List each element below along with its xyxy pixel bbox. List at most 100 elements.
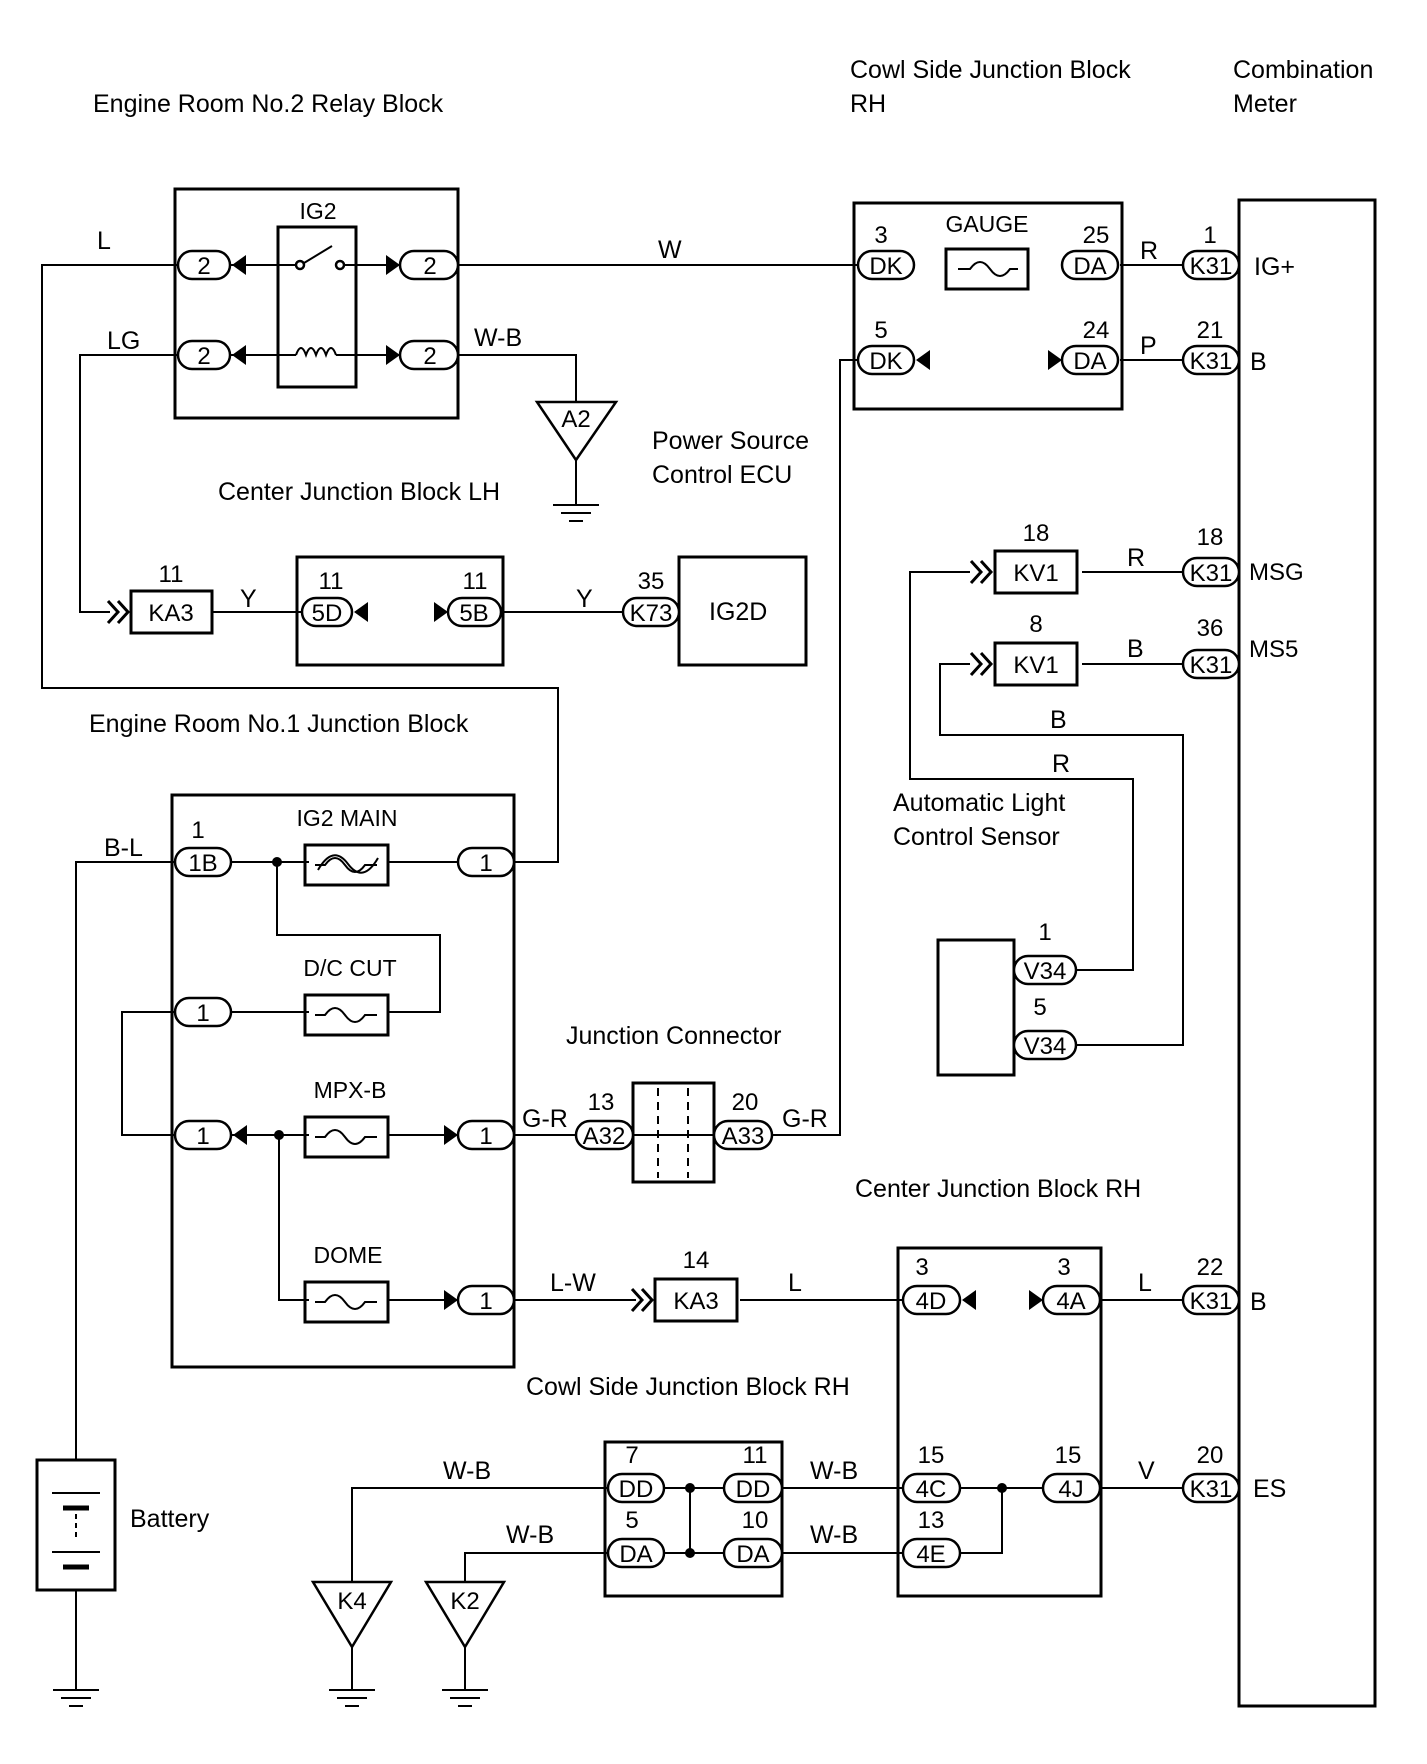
cowl-top-box bbox=[852, 201, 1124, 411]
svg-text:1: 1 bbox=[191, 817, 204, 844]
svg-text:DA: DA bbox=[619, 1541, 652, 1568]
svg-text:DK: DK bbox=[869, 348, 902, 375]
svg-text:4C: 4C bbox=[916, 1476, 947, 1503]
wire-wb-k4: W-B bbox=[443, 1457, 491, 1485]
auto-light-label-1: Automatic Light bbox=[893, 789, 1065, 817]
ka3-left-box bbox=[129, 589, 214, 635]
svg-text:K2: K2 bbox=[450, 1588, 479, 1615]
pin-numbers: 3 25 1 5 24 21 11 11 11 35 18 18 8 36 1 … bbox=[159, 222, 1224, 1534]
ka3-right-box bbox=[653, 1277, 739, 1323]
center-rh-label: Center Junction Block RH bbox=[855, 1175, 1141, 1203]
svg-text:18: 18 bbox=[1023, 520, 1050, 547]
svg-text:15: 15 bbox=[1055, 1442, 1082, 1469]
svg-text:36: 36 bbox=[1197, 615, 1224, 642]
wire-l-meter: L bbox=[1138, 1269, 1152, 1297]
combination-meter-box bbox=[1237, 198, 1377, 1708]
meter-term-ms5: MS5 bbox=[1249, 636, 1298, 663]
fuse-icons bbox=[303, 247, 1030, 1324]
ground-symbols bbox=[53, 400, 619, 1707]
svg-text:DD: DD bbox=[736, 1476, 771, 1503]
svg-text:4E: 4E bbox=[916, 1541, 945, 1568]
svg-text:K31: K31 bbox=[1190, 1288, 1233, 1315]
meter-label-1: Combination bbox=[1233, 56, 1373, 84]
svg-text:2: 2 bbox=[423, 343, 436, 370]
svg-text:K31: K31 bbox=[1190, 348, 1233, 375]
wire-gr-right: G-R bbox=[782, 1105, 828, 1133]
svg-text:25: 25 bbox=[1083, 222, 1110, 249]
svg-text:2: 2 bbox=[197, 343, 210, 370]
svg-text:18: 18 bbox=[1197, 524, 1224, 551]
wire-p: P bbox=[1140, 332, 1157, 360]
svg-text:13: 13 bbox=[918, 1507, 945, 1534]
svg-text:4D: 4D bbox=[916, 1288, 947, 1315]
meter-term-es: ES bbox=[1253, 1475, 1286, 1503]
auto-light-sensor-box bbox=[936, 938, 1016, 1077]
svg-text:K73: K73 bbox=[630, 600, 673, 627]
wire-l: L bbox=[97, 227, 111, 255]
arrowheads bbox=[106, 255, 1062, 1313]
svg-text:15: 15 bbox=[918, 1442, 945, 1469]
kv1-bottom-box bbox=[993, 641, 1079, 687]
svg-text:21: 21 bbox=[1197, 317, 1224, 344]
connector-codes: 2 2 2 2 DK DA DK DA K31 K31 A2 KA3 5D 5B… bbox=[148, 253, 1232, 1615]
battery-icon bbox=[52, 1492, 100, 1570]
svg-text:3: 3 bbox=[1057, 1254, 1070, 1281]
wire-b-loop: B bbox=[1050, 706, 1067, 734]
wire-w: W bbox=[658, 236, 682, 264]
svg-text:KA3: KA3 bbox=[673, 1288, 718, 1315]
ig2-relay bbox=[218, 245, 410, 358]
gauge-label: GAUGE bbox=[945, 211, 1028, 237]
meter-term-b2: B bbox=[1250, 1288, 1267, 1316]
svg-text:1: 1 bbox=[479, 1288, 492, 1315]
svg-text:3: 3 bbox=[874, 222, 887, 249]
svg-text:1: 1 bbox=[1038, 919, 1051, 946]
svg-text:22: 22 bbox=[1197, 1254, 1224, 1281]
wire-gr-left: G-R bbox=[522, 1105, 568, 1133]
center-lh-label: Center Junction Block LH bbox=[218, 478, 500, 506]
cowl-bottom-box bbox=[603, 1440, 784, 1598]
dc-cut-label: D/C CUT bbox=[303, 955, 396, 981]
svg-text:10: 10 bbox=[742, 1507, 769, 1534]
svg-text:11: 11 bbox=[319, 568, 344, 595]
svg-text:11: 11 bbox=[159, 561, 184, 588]
ecu-label-2: Control ECU bbox=[652, 461, 792, 489]
svg-text:A33: A33 bbox=[722, 1123, 765, 1150]
svg-text:11: 11 bbox=[743, 1442, 768, 1469]
dome-label: DOME bbox=[314, 1242, 383, 1268]
svg-text:V34: V34 bbox=[1024, 1033, 1067, 1060]
svg-text:KV1: KV1 bbox=[1013, 652, 1058, 679]
svg-text:2: 2 bbox=[197, 253, 210, 280]
wire-bl: B-L bbox=[104, 834, 143, 862]
ig2-label: IG2 bbox=[299, 198, 336, 224]
svg-text:1: 1 bbox=[1203, 222, 1216, 249]
svg-text:DA: DA bbox=[1073, 253, 1106, 280]
svg-text:1: 1 bbox=[196, 1123, 209, 1150]
junction-dots bbox=[272, 857, 1007, 1558]
wire-r-loop: R bbox=[1052, 750, 1070, 778]
svg-text:5: 5 bbox=[1033, 994, 1046, 1021]
svg-text:4A: 4A bbox=[1056, 1288, 1085, 1315]
wire-r-igp: R bbox=[1140, 237, 1158, 265]
svg-text:5: 5 bbox=[625, 1507, 638, 1534]
er1-block-box bbox=[170, 793, 516, 1369]
meter-label-2: Meter bbox=[1233, 90, 1297, 118]
svg-text:5: 5 bbox=[874, 317, 887, 344]
relay-block-box bbox=[173, 187, 460, 420]
svg-text:2: 2 bbox=[423, 253, 436, 280]
svg-text:1: 1 bbox=[196, 1000, 209, 1027]
battery-label: Battery bbox=[130, 1505, 210, 1533]
wire-v: V bbox=[1138, 1457, 1155, 1485]
svg-text:K31: K31 bbox=[1190, 1476, 1233, 1503]
ig2d-label: IG2D bbox=[709, 598, 767, 626]
wires bbox=[41, 264, 1184, 1690]
meter-term-b1: B bbox=[1250, 348, 1267, 376]
wire-lg: LG bbox=[107, 327, 140, 355]
wire-y-left: Y bbox=[240, 585, 257, 613]
svg-text:7: 7 bbox=[625, 1442, 638, 1469]
mpxb-label: MPX-B bbox=[314, 1077, 387, 1103]
wire-y-right: Y bbox=[576, 585, 593, 613]
kv1-top-box bbox=[993, 549, 1079, 595]
svg-text:4J: 4J bbox=[1058, 1476, 1083, 1503]
svg-text:DA: DA bbox=[736, 1541, 769, 1568]
